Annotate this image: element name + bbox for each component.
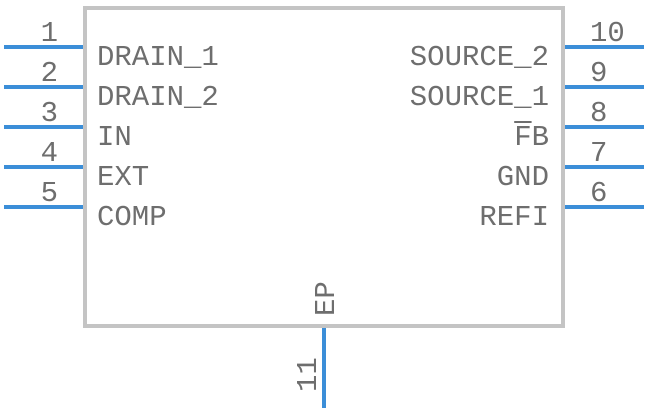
- pin-2-label: DRAIN_2: [97, 81, 219, 114]
- pin-1-label: DRAIN_1: [97, 41, 219, 74]
- pin-5-number: 5: [41, 177, 58, 210]
- pin-1-number: 1: [41, 17, 58, 50]
- pin-6-number: 6: [590, 177, 607, 210]
- pin-2-number: 2: [41, 57, 58, 90]
- pin-3-label: IN: [97, 121, 132, 154]
- bottom-pin: 11 EP: [292, 281, 343, 408]
- pin-8-number: 8: [590, 97, 607, 130]
- pin-4-label: EXT: [97, 161, 149, 194]
- pin-6-label: REFI: [479, 201, 549, 234]
- pin-7-number: 7: [590, 137, 607, 170]
- pin-9-number: 9: [590, 57, 607, 90]
- pin-8-label: FB: [514, 121, 549, 154]
- pin-7-label: GND: [497, 161, 549, 194]
- pin-9-label: SOURCE_1: [410, 81, 549, 114]
- pin-3-number: 3: [41, 97, 58, 130]
- pin-11-number: 11: [292, 357, 325, 392]
- pin-11-label: EP: [310, 281, 343, 316]
- pin-10-label: SOURCE_2: [410, 41, 549, 74]
- component-body: [83, 6, 565, 328]
- pin-5-label: COMP: [97, 201, 167, 234]
- pin-10-number: 10: [590, 17, 625, 50]
- pin-4-number: 4: [41, 137, 58, 170]
